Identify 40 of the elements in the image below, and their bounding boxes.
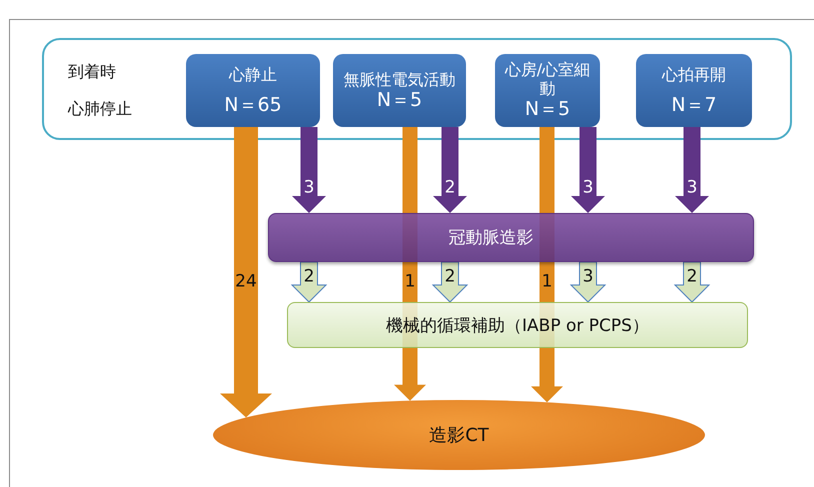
block-arrow (292, 127, 326, 213)
edge-label: 2 (686, 268, 698, 286)
edge-label: 3 (582, 268, 594, 286)
count-label: N＝65 (224, 94, 282, 116)
edge-label: 3 (304, 180, 314, 196)
category-title: 心拍再開 (662, 64, 726, 84)
block-arrow (290, 262, 328, 303)
group-panel (42, 38, 792, 140)
block-arrow (531, 127, 563, 402)
edge-label: 1 (542, 274, 552, 290)
category-box (636, 54, 752, 127)
block-arrow (394, 127, 426, 401)
block-arrow (220, 127, 272, 418)
category-title: 心静止 (229, 64, 277, 84)
count-label: N＝5 (524, 98, 570, 122)
block-arrow (570, 262, 606, 303)
edge-label: 24 (235, 274, 257, 290)
group-heading: 心肺停止 (68, 99, 132, 120)
category-title: 無脈性電気活動 (344, 70, 456, 89)
count-label: N＝5 (376, 88, 422, 112)
block-arrow (433, 127, 467, 213)
edge-label: 3 (686, 180, 698, 196)
result-ellipse: 造影CT (213, 400, 705, 470)
count-label: N＝7 (671, 94, 717, 116)
edge-label: 2 (444, 180, 456, 196)
edge-label: 1 (404, 274, 416, 290)
group-heading: 到着時 (68, 62, 117, 83)
category-box (495, 54, 600, 127)
block-arrow (432, 262, 468, 303)
category-title: 心房/心室細動 (504, 60, 592, 98)
category-box (333, 54, 466, 127)
block-arrow (674, 262, 710, 303)
process-bar: 機械的循環補助（IABP or PCPS） (287, 302, 748, 348)
edge-label: 2 (444, 268, 456, 286)
category-box (186, 54, 320, 127)
block-arrow (675, 127, 709, 213)
edge-label: 2 (304, 268, 314, 286)
process-bar: 冠動脈造影 (268, 213, 754, 262)
block-arrow (571, 127, 605, 213)
edge-label: 3 (582, 180, 594, 196)
